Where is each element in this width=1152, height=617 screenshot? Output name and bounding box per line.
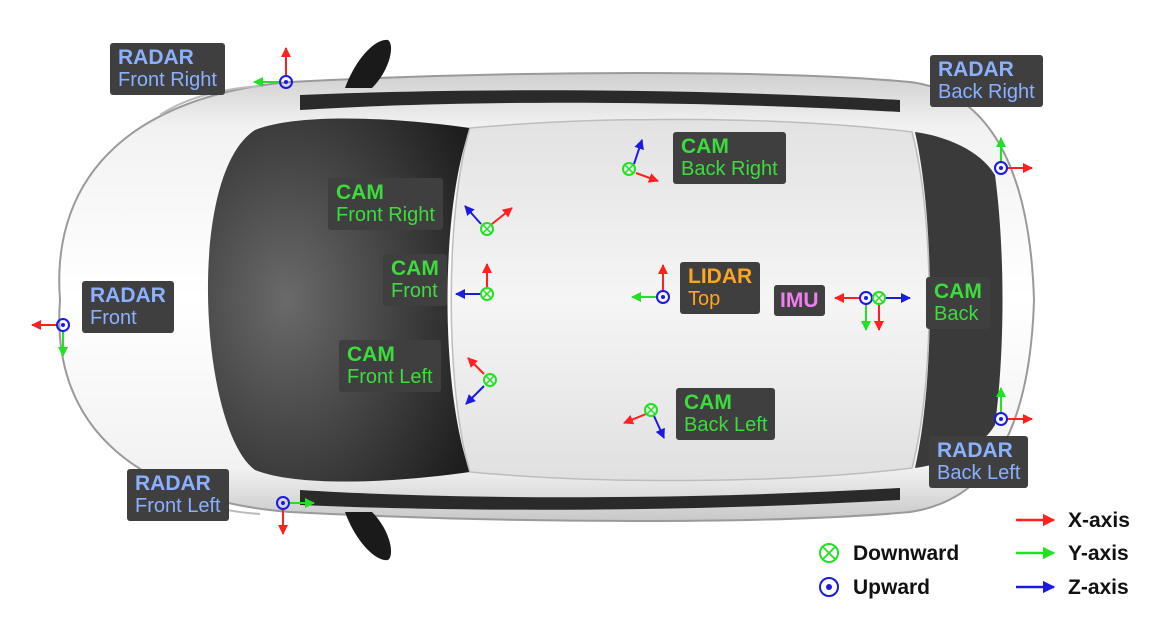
sensor-type: RADAR <box>118 46 194 69</box>
label-imu: IMU <box>774 285 825 316</box>
sensor-position: Front Right <box>118 69 217 91</box>
label-radar-back-right: RADAR Back Right <box>930 55 1043 107</box>
sensor-type: CAM <box>684 391 732 414</box>
sensor-type: CAM <box>336 181 384 204</box>
sensor-type: IMU <box>780 289 819 312</box>
frame-radar-front-left <box>276 496 315 535</box>
sensor-position: Front Left <box>347 366 433 388</box>
sensor-position: Top <box>688 288 721 310</box>
label-cam-back: CAM Back <box>926 277 990 329</box>
frame-lidar-top <box>631 264 670 304</box>
sensor-position: Back <box>934 303 979 325</box>
label-cam-back-left: CAM Back Left <box>676 388 776 440</box>
frame-radar-front <box>31 318 70 357</box>
sensor-position: Front <box>391 280 438 302</box>
frame-cam-back-right <box>622 139 659 183</box>
sensor-type: CAM <box>681 135 729 158</box>
frame-cam-front-left <box>465 357 497 405</box>
frame-cam-front-right <box>464 205 513 236</box>
sensor-position: Front Right <box>336 204 435 226</box>
label-radar-back-left: RADAR Back Left <box>929 436 1029 488</box>
frame-radar-front-right <box>253 47 293 89</box>
sensor-position: Front Left <box>135 495 221 517</box>
legend-upward: Upward <box>853 576 931 599</box>
sensor-position: Back Left <box>937 462 1021 484</box>
label-cam-front: CAM Front <box>383 254 447 306</box>
label-cam-front-left: CAM Front Left <box>339 340 441 392</box>
sensor-type: LIDAR <box>688 265 753 288</box>
label-radar-front-right: RADAR Front Right <box>110 43 225 95</box>
sensor-type: RADAR <box>938 58 1014 81</box>
legend-z-axis: Z-axis <box>1068 576 1129 599</box>
sensor-type: CAM <box>347 343 395 366</box>
sensor-position: Back Right <box>681 158 778 180</box>
sensor-type: CAM <box>391 257 439 280</box>
label-cam-back-right: CAM Back Right <box>673 132 786 184</box>
legend-x-axis: X-axis <box>1068 509 1130 532</box>
label-radar-front: RADAR Front <box>82 281 174 333</box>
sensor-type: CAM <box>934 280 982 303</box>
label-cam-front-right: CAM Front Right <box>328 178 443 230</box>
frame-cam-back <box>872 291 911 331</box>
legend-symbols <box>819 513 1056 597</box>
sensor-type: RADAR <box>90 284 166 307</box>
upward-icon <box>819 577 839 597</box>
frame-radar-back-right <box>994 137 1033 175</box>
frame-cam-back-left <box>623 403 665 439</box>
frame-cam-front <box>455 263 494 301</box>
downward-icon <box>819 543 839 563</box>
mirror-right <box>345 39 392 88</box>
sensor-position: Back Right <box>938 81 1035 103</box>
legend-y-axis: Y-axis <box>1068 542 1129 565</box>
label-lidar-top: LIDAR Top <box>680 262 761 314</box>
label-radar-front-left: RADAR Front Left <box>127 469 229 521</box>
sensor-type: RADAR <box>135 472 211 495</box>
mirror-left <box>345 512 392 561</box>
frame-radar-back-left <box>994 387 1033 426</box>
legend-downward: Downward <box>853 542 960 565</box>
sensor-position: Back Left <box>684 414 768 436</box>
frame-imu <box>834 291 873 331</box>
sensor-type: RADAR <box>937 439 1013 462</box>
sensor-position: Front <box>90 307 137 329</box>
